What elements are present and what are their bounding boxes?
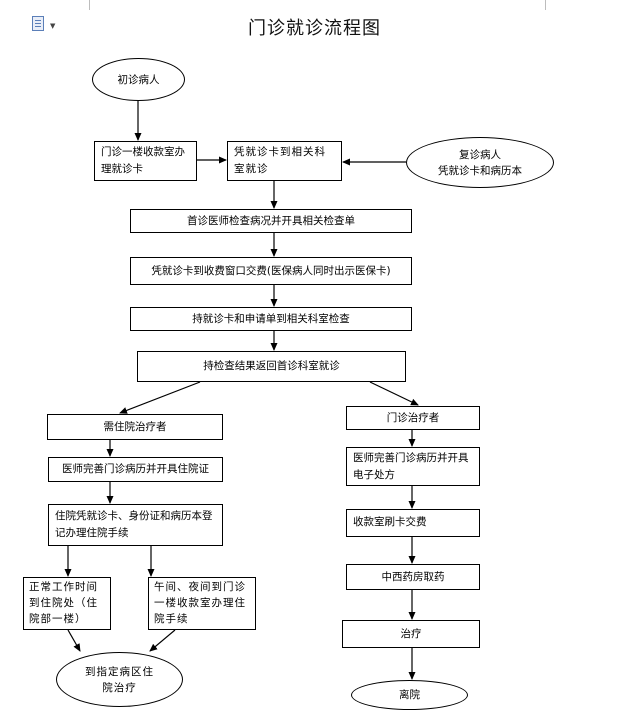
- payment-node: 凭就诊卡到收费窗口交费(医保病人同时出示医保卡): [130, 257, 412, 285]
- return-visit-node: 复诊病人 凭就诊卡和病历本: [406, 137, 554, 188]
- return-visit-label: 复诊病人: [459, 148, 501, 161]
- card-to-dept-node: 凭就诊卡到相关科室就诊: [227, 141, 342, 181]
- admission-procedure-node: 住院凭就诊卡、身份证和病历本登记办理住院手续: [48, 504, 223, 546]
- pharmacy-node: 中西药房取药: [346, 564, 480, 590]
- page-edge-right: [545, 0, 546, 10]
- ward-node: 到指定病区住院治疗: [56, 652, 183, 707]
- doctor-exam-node: 首诊医师检查病况并开具相关检查单: [130, 209, 412, 233]
- night-admission-node: 午间、夜间到门诊一楼收款室办理住院手续: [148, 577, 256, 630]
- caret-down-icon[interactable]: ▼: [50, 22, 56, 30]
- page-title: 门诊就诊流程图: [248, 18, 381, 39]
- leave-node: 离院: [351, 680, 468, 710]
- treatment-node: 治疗: [342, 620, 480, 648]
- e-prescription-node: 医师完善门诊病历并开具电子处方: [346, 447, 480, 486]
- outpatient-node: 门诊治疗者: [346, 406, 480, 430]
- return-visit-sub: 凭就诊卡和病历本: [438, 164, 522, 177]
- exam-dept-node: 持就诊卡和申请单到相关科室检查: [130, 307, 412, 331]
- page-edge-left: [89, 0, 90, 10]
- return-results-node: 持检查结果返回首诊科室就诊: [137, 351, 406, 382]
- register-card-node: 门诊一楼收款室办理就诊卡: [94, 141, 197, 181]
- daytime-admission-node: 正常工作时间到住院处（住院部一楼）: [23, 577, 111, 630]
- admission-cert-node: 医师完善门诊病历并开具住院证: [48, 457, 223, 482]
- first-visit-node: 初诊病人: [92, 58, 185, 101]
- inpatient-node: 需住院治疗者: [47, 414, 223, 440]
- document-icon[interactable]: [32, 16, 44, 31]
- card-payment-node: 收款室刷卡交费: [346, 509, 480, 537]
